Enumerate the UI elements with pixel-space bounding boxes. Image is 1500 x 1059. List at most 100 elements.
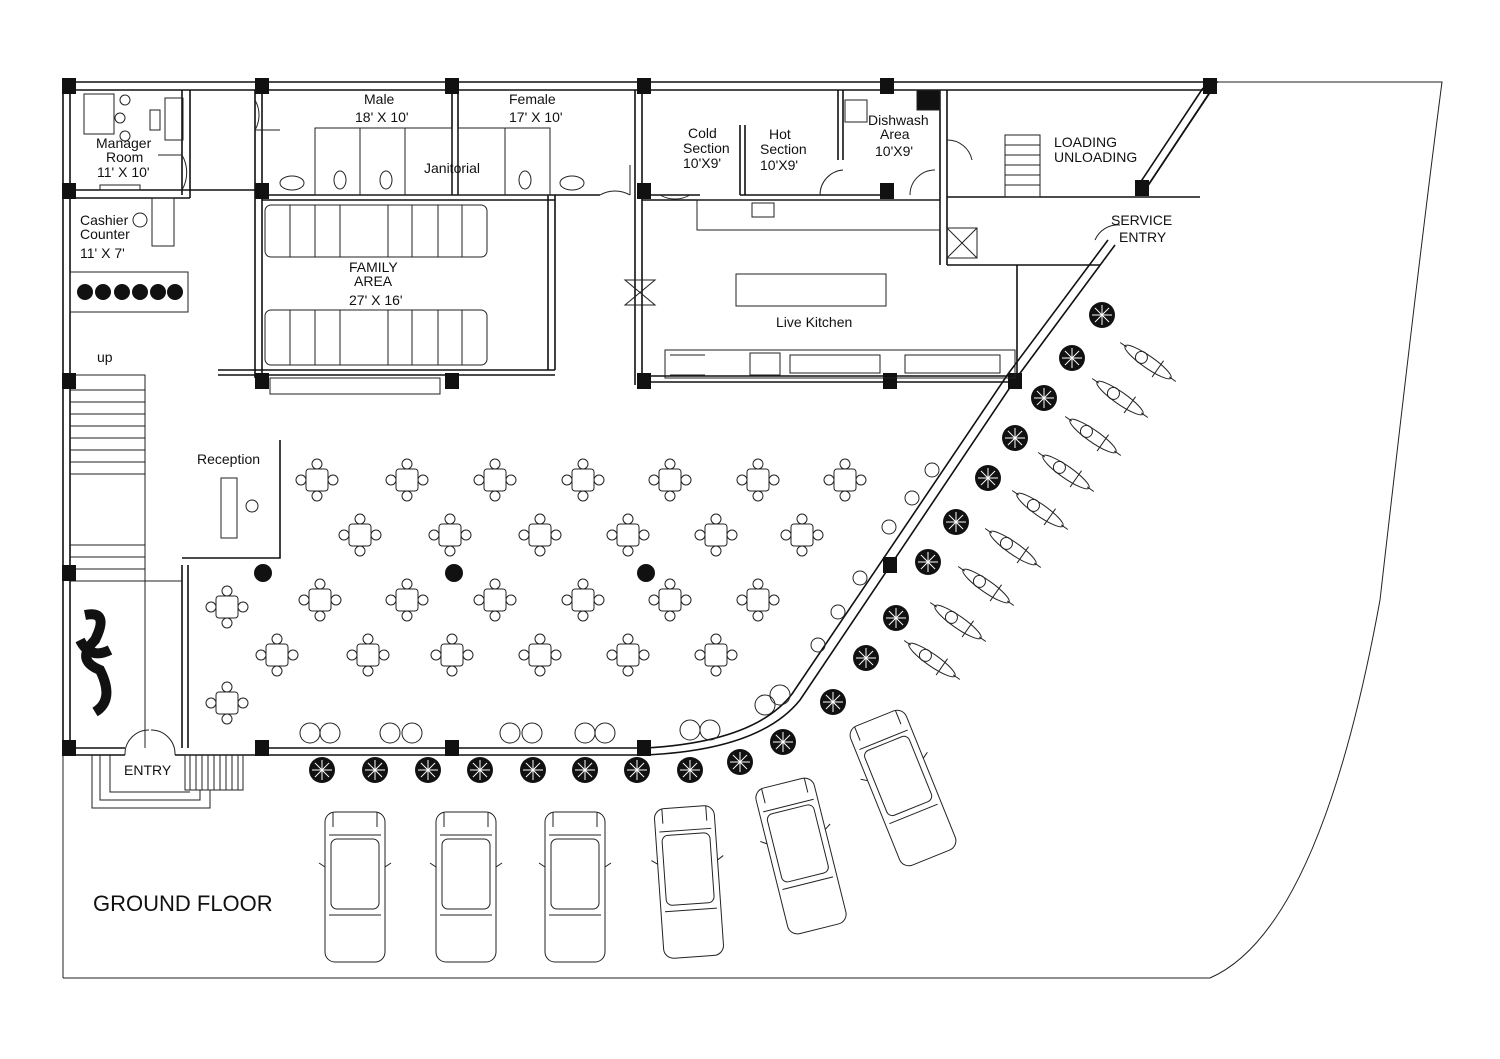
dining-table <box>298 578 342 622</box>
loading-label-line1: LOADING <box>1054 134 1117 150</box>
manager-room-label-line1: Manager <box>96 135 152 151</box>
plan-title: GROUND FLOOR <box>93 891 273 916</box>
car <box>318 811 392 963</box>
dining-table <box>473 458 517 502</box>
family-area-booths <box>264 204 488 395</box>
motorbike <box>1037 452 1095 492</box>
tree <box>520 757 546 783</box>
dining-table <box>736 458 780 502</box>
dining-table <box>205 681 249 725</box>
dining-table <box>255 633 299 677</box>
dining-table <box>295 458 339 502</box>
manager-room-label-line2: Room <box>106 149 143 165</box>
tree <box>770 729 796 755</box>
tree <box>915 549 941 575</box>
motorbike <box>929 602 987 642</box>
dining-table <box>518 513 562 557</box>
office-furniture <box>69 93 259 539</box>
tree <box>1002 425 1028 451</box>
cashier-size: 11' X 7' <box>80 245 125 261</box>
hot-section-label-line1: Hot <box>769 126 791 142</box>
dining-table <box>518 633 562 677</box>
building-walls <box>62 81 1219 756</box>
tree <box>572 757 598 783</box>
motorbike <box>903 640 961 680</box>
female-washroom-size: 17' X 10' <box>509 109 563 125</box>
family-area-label-line2: AREA <box>354 273 393 289</box>
dining-tables <box>205 458 867 725</box>
dishwash-size: 10'X9' <box>875 143 913 159</box>
tree <box>975 465 1001 491</box>
family-area-label-line1: FAMILY <box>349 259 398 275</box>
trees <box>309 302 1115 783</box>
tree <box>1089 302 1115 328</box>
dishwash-label-line1: Dishwash <box>868 112 929 128</box>
dining-table <box>428 513 472 557</box>
motorbikes <box>903 342 1177 680</box>
dining-table <box>606 513 650 557</box>
dining-table <box>606 633 650 677</box>
bar-stool <box>830 604 846 620</box>
dining-table <box>694 633 738 677</box>
dining-table <box>430 633 474 677</box>
tree <box>820 689 846 715</box>
cashier-label-line2: Counter <box>80 226 130 242</box>
motorbike <box>1011 490 1069 530</box>
dining-table <box>561 578 605 622</box>
dining-table <box>473 578 517 622</box>
live-kitchen-label: Live Kitchen <box>776 314 852 330</box>
hot-section-size: 10'X9' <box>760 157 798 173</box>
kitchen-equipment <box>664 89 1041 379</box>
doors <box>124 99 1121 756</box>
tree <box>624 757 650 783</box>
motorbike <box>1119 342 1177 382</box>
washroom-stalls <box>279 127 585 196</box>
dining-table <box>346 633 390 677</box>
entry-label: ENTRY <box>124 762 172 778</box>
janitorial-label: Janitorial <box>424 160 480 176</box>
facade-seats <box>810 462 940 653</box>
stair-up-label: up <box>97 349 113 365</box>
cashier-label-line1: Cashier <box>80 212 129 228</box>
dining-table <box>694 513 738 557</box>
site-boundary <box>63 81 1443 979</box>
dining-table <box>823 458 867 502</box>
male-washroom-label: Male <box>364 91 395 107</box>
bar-stool <box>924 462 940 478</box>
bar-stool <box>904 490 920 506</box>
tree <box>362 757 388 783</box>
tree <box>677 757 703 783</box>
car <box>429 811 503 963</box>
room-labels: Manager Room 11' X 10' Male 18' X 10' Fe… <box>80 91 1172 916</box>
dining-table <box>648 458 692 502</box>
motorbike <box>957 566 1015 606</box>
tree <box>1059 345 1085 371</box>
car <box>849 709 957 867</box>
dining-table <box>780 513 824 557</box>
loading-label-line2: UNLOADING <box>1054 149 1137 165</box>
dishwash-label-line2: Area <box>880 126 910 142</box>
dining-table <box>385 578 429 622</box>
planters <box>75 284 183 717</box>
car <box>538 811 612 963</box>
motorbike <box>984 528 1042 568</box>
dining-table <box>648 578 692 622</box>
family-area-size: 27' X 16' <box>349 292 403 308</box>
tree <box>1031 385 1057 411</box>
reception-label: Reception <box>197 451 260 467</box>
dining-table <box>205 585 249 629</box>
hot-section-label-line2: Section <box>760 141 807 157</box>
female-washroom-label: Female <box>509 91 556 107</box>
bar-stool <box>852 570 868 586</box>
motorbike <box>1064 416 1122 456</box>
tree <box>727 749 753 775</box>
tree <box>883 605 909 631</box>
cars <box>318 709 957 963</box>
bar-stool <box>810 637 826 653</box>
dining-table <box>736 578 780 622</box>
staircase <box>70 389 182 582</box>
entry-steps <box>91 754 244 809</box>
tree <box>853 645 879 671</box>
car <box>651 805 724 959</box>
